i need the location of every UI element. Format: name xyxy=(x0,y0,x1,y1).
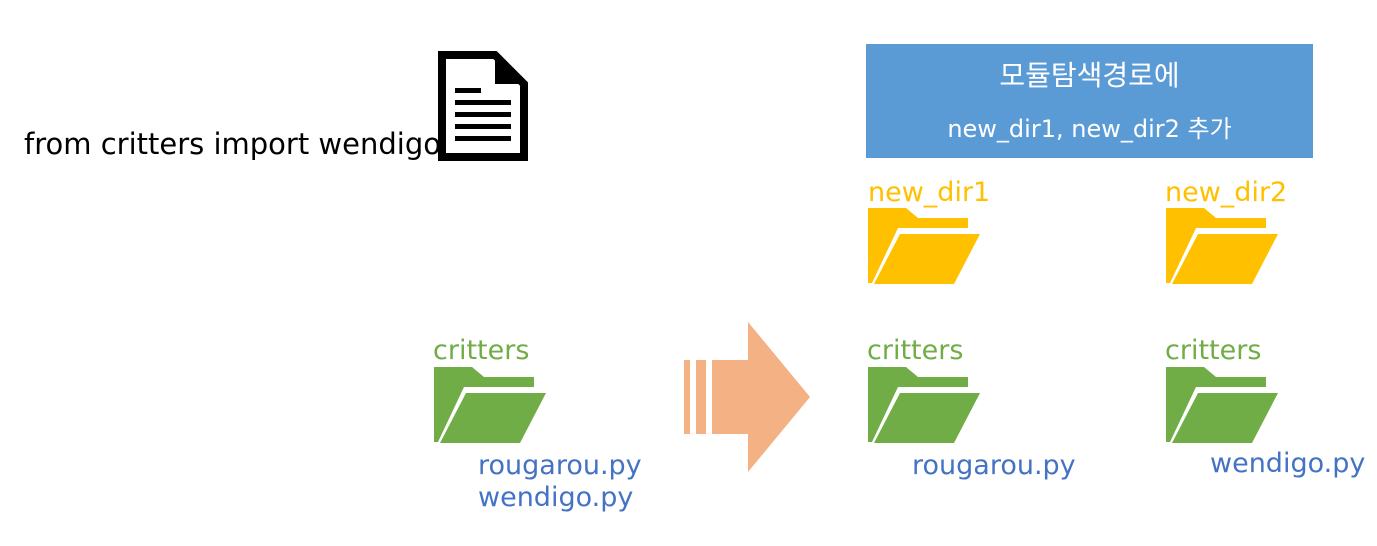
dir2-file-wendigo: wendigo.py xyxy=(1210,448,1366,479)
right-arrow-icon xyxy=(684,322,810,472)
before-critters-label: critters xyxy=(433,335,530,366)
banner-subtitle: new_dir1, new_dir2 추가 xyxy=(947,115,1232,143)
search-path-banner: 모듈탐색경로에 new_dir1, new_dir2 추가 xyxy=(866,44,1313,158)
before-file-wendigo: wendigo.py xyxy=(478,482,634,513)
dir2-critters-label: critters xyxy=(1165,335,1262,366)
dir1-critters-folder-icon xyxy=(868,367,980,443)
new-dir2-label: new_dir2 xyxy=(1165,177,1288,208)
new-dir1-folder-icon xyxy=(868,208,980,284)
document-icon xyxy=(438,51,528,161)
dir1-critters-label: critters xyxy=(867,335,964,366)
dir2-critters-folder-icon xyxy=(1166,367,1278,443)
import-statement: from critters import wendigo xyxy=(24,127,441,161)
new-dir1-label: new_dir1 xyxy=(868,177,991,208)
banner-title: 모듈탐색경로에 xyxy=(999,59,1180,92)
new-dir2-folder-icon xyxy=(1166,208,1278,284)
dir1-file-rougarou: rougarou.py xyxy=(912,450,1076,481)
before-critters-folder-icon xyxy=(434,367,546,443)
before-file-rougarou: rougarou.py xyxy=(478,450,642,481)
